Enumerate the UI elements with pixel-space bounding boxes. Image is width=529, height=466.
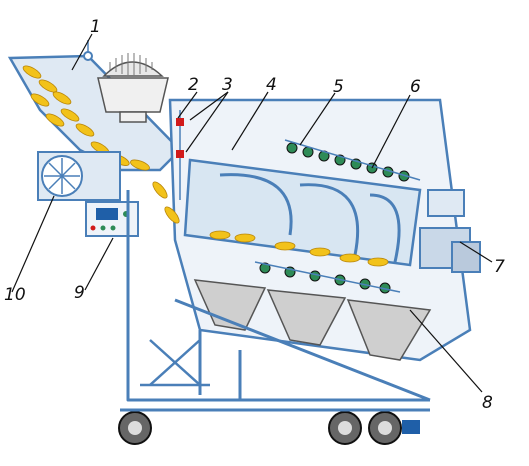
callout-7: 7 (494, 257, 505, 277)
collecting-hoppers (193, 279, 432, 361)
callout-3: 3 (222, 75, 233, 95)
fan-icon (37, 151, 121, 201)
callout-leaders (11, 33, 493, 393)
wheel-icon (118, 408, 430, 445)
control-panel-icon (85, 201, 139, 237)
upper-sensor-row (284, 139, 421, 182)
lower-sensor-row (254, 261, 401, 294)
callout-2: 2 (188, 75, 199, 95)
top-hopper (97, 53, 169, 123)
callout-5: 5 (333, 77, 344, 97)
callout-4: 4 (266, 75, 277, 95)
base-frame (126, 190, 431, 402)
callout-8: 8 (482, 393, 493, 413)
callout-1: 1 (90, 17, 101, 37)
callout-6: 6 (410, 77, 421, 97)
motor-icon (419, 189, 481, 273)
scissor-lift (140, 339, 210, 387)
valve-markers (176, 118, 184, 158)
callout-10: 10 (4, 285, 26, 305)
callout-9: 9 (74, 283, 85, 303)
